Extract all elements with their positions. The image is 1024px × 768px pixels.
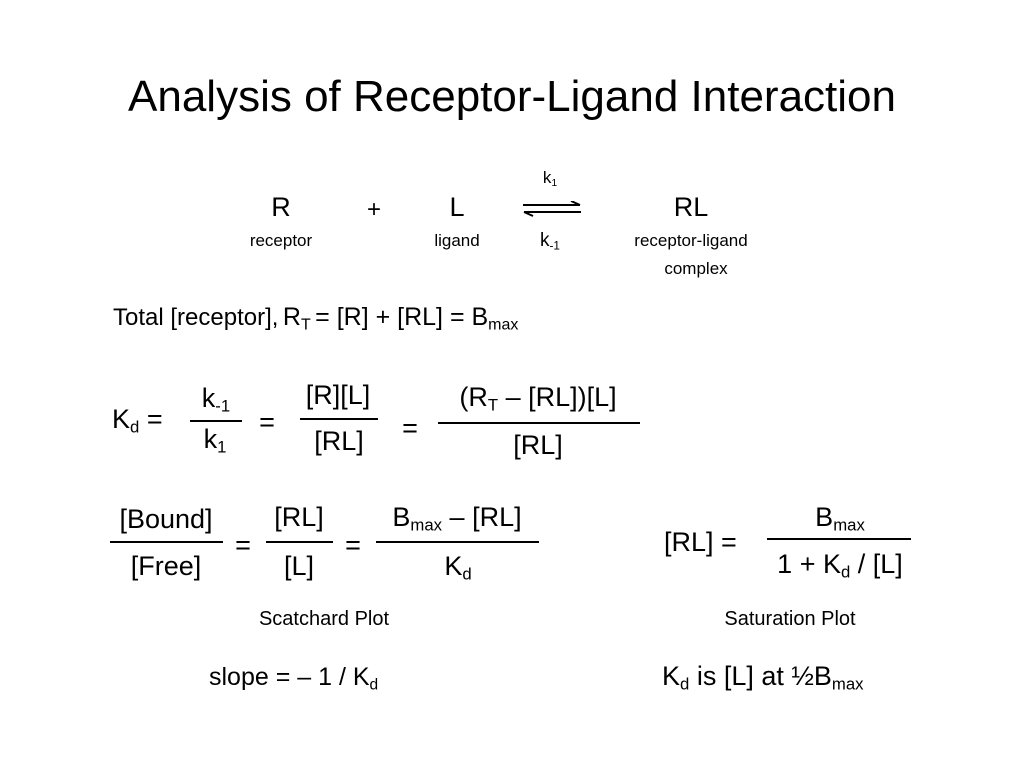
complex-label-line-1: receptor-ligand [634, 231, 748, 250]
scatchard-equals-1: = [235, 530, 251, 560]
kd-frac1-numerator: k-1 [201, 383, 231, 416]
scatchard-slope: slope = – 1 / Kd [209, 663, 379, 694]
kd-frac2-bar [300, 418, 378, 420]
scatchard-frac2-bar [266, 541, 333, 543]
reverse-rate-constant: k-1 [540, 230, 560, 253]
kd-frac3-denominator: [RL] [513, 430, 563, 460]
forward-rate-constant: k1 [542, 168, 558, 189]
kd-frac2-denominator: [RL] [314, 426, 364, 456]
kd-frac1-denominator: k1 [203, 424, 227, 457]
kd-frac2-numerator: [R][L] [305, 380, 371, 410]
saturation-denominator: 1 + Kd / [L] [777, 549, 903, 582]
kd-equals-2: = [259, 407, 275, 437]
page-title: Analysis of Receptor-Ligand Interaction [128, 72, 896, 121]
receptor-symbol: R [271, 192, 291, 222]
scatchard-frac3-bar [376, 541, 539, 543]
saturation-numerator: Bmax [815, 502, 865, 535]
scatchard-plot-label: Scatchard Plot [258, 608, 390, 630]
kd-frac1-bar [190, 420, 242, 422]
scatchard-frac3-denominator: Kd [444, 551, 472, 584]
complex-label-line-2: complex [664, 259, 728, 278]
equilibrium-arrows-icon [521, 201, 583, 217]
scatchard-frac1-bar [110, 541, 223, 543]
saturation-fraction-bar [767, 538, 911, 540]
scatchard-frac2-numerator: [RL] [274, 502, 324, 532]
complex-symbol: RL [673, 192, 709, 222]
kd-symbol: Kd = [112, 404, 163, 437]
kd-frac3-numerator: (RT – [RL])[L] [459, 382, 617, 415]
total-receptor-equation: Total [receptor], RT = [R] + [RL] = Bmax [113, 303, 519, 334]
kd-frac3-bar [438, 422, 640, 424]
saturation-plot-label: Saturation Plot [724, 608, 856, 630]
scatchard-frac1-denominator: [Free] [130, 551, 202, 581]
kd-equals-3: = [402, 413, 418, 443]
scatchard-frac2-denominator: [L] [283, 551, 315, 581]
scatchard-frac1-numerator: [Bound] [119, 504, 213, 534]
saturation-lhs: [RL] = [664, 527, 737, 557]
plus-sign: + [366, 196, 382, 223]
ligand-label: ligand [434, 231, 480, 250]
ligand-symbol: L [449, 192, 465, 222]
receptor-label: receptor [249, 231, 313, 250]
saturation-kd-statement: Kd is [L] at ½Bmax [662, 661, 864, 694]
scatchard-equals-2: = [345, 530, 361, 560]
scatchard-frac3-numerator: Bmax – [RL] [392, 502, 522, 535]
